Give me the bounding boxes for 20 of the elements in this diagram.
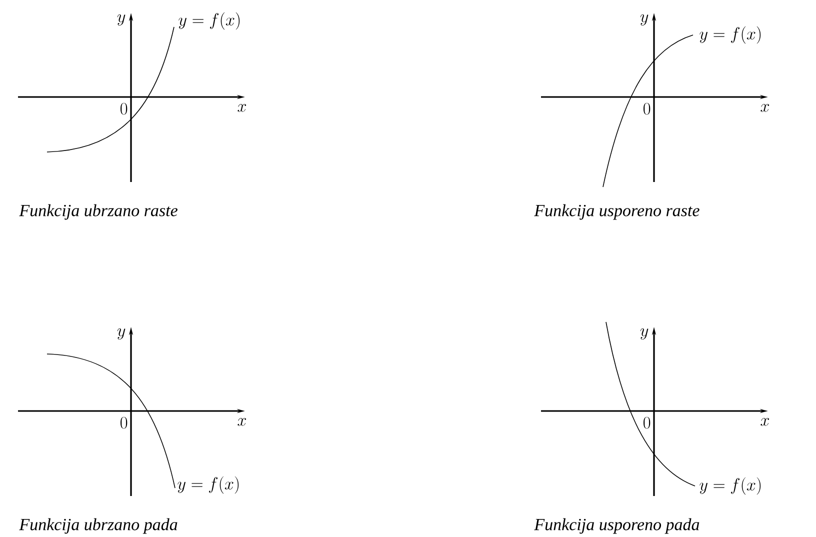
function-label: $y = f(x)$ bbox=[700, 26, 761, 44]
axis-label: $y$ bbox=[640, 14, 648, 26]
axis-label: $y$ bbox=[117, 14, 126, 26]
origin-label: $0$ bbox=[120, 416, 128, 429]
axis-label: $x$ bbox=[238, 104, 246, 112]
origin-label: $0$ bbox=[120, 102, 128, 115]
function-label: $y = f(x)$ bbox=[700, 477, 761, 495]
axis-label: $x$ bbox=[238, 418, 246, 426]
axis-label: $x$ bbox=[760, 104, 770, 112]
origin-label: $0$ bbox=[644, 102, 650, 115]
axis-label: $y$ bbox=[117, 328, 126, 340]
axis-label: $y$ bbox=[640, 328, 648, 340]
axis-label: $x$ bbox=[760, 418, 770, 426]
function-label: $y = f(x)$ bbox=[178, 12, 240, 30]
caption: Funkcija ubrzano raste bbox=[19, 204, 178, 220]
origin-label: $0$ bbox=[644, 416, 650, 429]
caption: Funkcija usporeno raste bbox=[534, 204, 700, 220]
caption: Funkcija ubrzano pada bbox=[19, 518, 178, 534]
caption: Funkcija usporeno pada bbox=[534, 518, 700, 534]
function-label: $y = f(x)$ bbox=[178, 476, 239, 494]
